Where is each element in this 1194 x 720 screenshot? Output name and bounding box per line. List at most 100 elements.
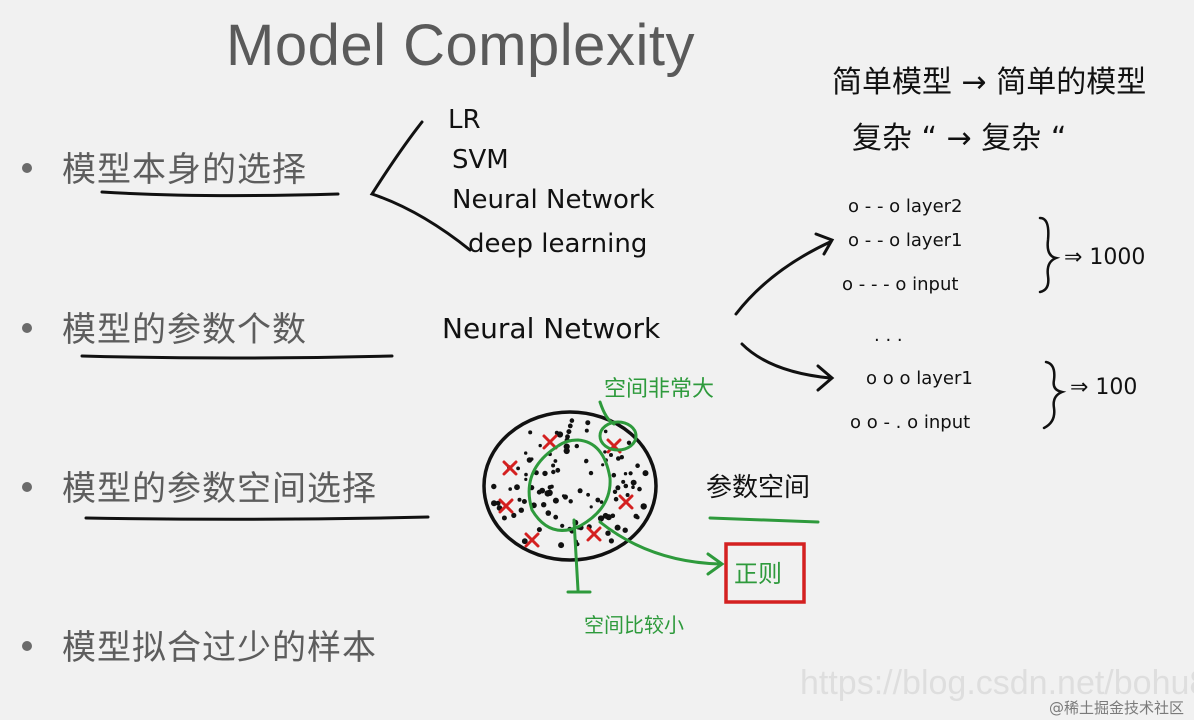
site-watermark: @稀土掘金技术社区 <box>1049 697 1184 718</box>
sample-dot <box>562 494 565 497</box>
red-x-icon <box>620 496 632 508</box>
parameter-space-label: 参数空间 <box>706 473 810 503</box>
sample-dot <box>508 487 512 491</box>
sample-dot <box>621 480 625 484</box>
upper-net-row-input: o - - - o input <box>842 274 958 295</box>
sample-dot <box>614 497 619 502</box>
sample-dot <box>586 493 590 497</box>
note-complex-model: 复杂 “ → 复杂 “ <box>852 121 1066 156</box>
lower-net-row-input: o o - . o input <box>850 412 970 433</box>
sample-dot <box>491 500 497 506</box>
sample-dot <box>557 431 563 437</box>
sample-dot <box>624 484 629 489</box>
sample-dot <box>624 472 627 475</box>
sample-dot <box>560 524 564 528</box>
lower-net-row-layer1: o o o layer1 <box>866 368 973 389</box>
underline-bullet-3 <box>86 517 428 519</box>
red-x-icon <box>500 500 512 512</box>
parameter-space-underline <box>710 518 818 522</box>
sample-dot <box>553 498 559 504</box>
sample-dot <box>554 459 558 463</box>
sample-dot <box>511 513 516 518</box>
arrow-to-upper-net <box>736 242 830 314</box>
sample-dot <box>643 470 649 476</box>
underline-bullet-2 <box>82 356 392 358</box>
neural-network-label: Neural Network <box>442 312 661 345</box>
sample-dot <box>613 490 617 494</box>
sample-dot <box>553 515 558 520</box>
model-list-lr: LR <box>448 105 481 135</box>
sample-dot <box>564 444 570 450</box>
sample-dot <box>631 485 635 489</box>
sample-dot <box>575 444 579 448</box>
lower-net-brace <box>1044 362 1062 428</box>
sample-dot <box>605 531 610 536</box>
sample-dot <box>603 450 606 453</box>
sample-dot <box>546 490 552 496</box>
upper-net-row-layer1: o - - o layer1 <box>848 230 963 251</box>
sample-dot <box>491 484 496 489</box>
sample-dot <box>558 542 564 548</box>
arrow-to-lower-net <box>742 344 830 378</box>
sample-dot <box>516 467 520 471</box>
sample-dot <box>611 514 616 519</box>
sample-dot <box>528 430 532 434</box>
sample-dot <box>542 471 547 476</box>
model-list-svm: SVM <box>452 145 509 175</box>
sample-dot <box>555 468 560 473</box>
sample-dot <box>569 499 573 503</box>
green-region-outline <box>529 440 610 530</box>
sample-dot <box>615 485 620 490</box>
sample-dot <box>609 453 613 457</box>
sample-dot <box>636 515 640 519</box>
sample-dot <box>541 502 546 507</box>
sample-dot <box>578 488 583 493</box>
sample-dot <box>623 528 628 533</box>
regularization-label: 正则 <box>734 560 782 588</box>
sample-dot <box>568 424 573 429</box>
sample-dot <box>539 444 542 447</box>
sample-dot <box>601 463 604 466</box>
sample-dot <box>620 455 624 459</box>
sample-dot <box>598 515 604 521</box>
sample-dot <box>537 490 542 495</box>
sample-dot <box>530 457 533 460</box>
space-very-large-note: 空间非常大 <box>604 377 714 402</box>
model-list-neural-network: Neural Network <box>452 185 655 215</box>
lower-net-result: ⇒ 100 <box>1070 375 1137 400</box>
sample-dot <box>641 503 647 509</box>
sample-dot <box>589 471 593 475</box>
sample-dot <box>604 430 608 434</box>
sample-dot <box>615 525 621 531</box>
red-x-icon <box>544 436 556 448</box>
red-x-icon <box>526 534 538 546</box>
sample-dot <box>519 508 524 513</box>
sample-dot <box>551 470 555 474</box>
underline-bullet-1 <box>102 192 338 196</box>
sample-dot <box>584 459 588 463</box>
sample-dot <box>514 484 520 490</box>
red-x-icon <box>504 462 516 474</box>
sample-dot <box>566 429 571 434</box>
sample-dot <box>548 485 552 489</box>
space-smaller-note: 空间比较小 <box>584 613 684 637</box>
sample-dot <box>629 471 633 475</box>
note-simple-model: 简单模型 → 简单的模型 <box>832 65 1146 100</box>
sample-dot <box>590 505 593 508</box>
sample-dot <box>537 527 542 532</box>
sample-dot <box>570 418 575 423</box>
sample-dot <box>502 516 507 521</box>
model-list-deep-learning: deep learning <box>468 229 647 259</box>
sample-dot <box>522 499 527 504</box>
sample-dot <box>546 510 552 516</box>
green-down-line <box>574 520 578 590</box>
sample-dot <box>635 463 640 468</box>
upper-net-result: ⇒ 1000 <box>1064 245 1145 270</box>
sample-dot <box>524 478 527 481</box>
lower-net-row-dots: · · · <box>874 330 903 351</box>
sample-dot <box>518 498 522 502</box>
parameter-space-circle <box>484 412 656 560</box>
sample-dot <box>626 493 630 497</box>
sample-dot <box>585 420 590 425</box>
